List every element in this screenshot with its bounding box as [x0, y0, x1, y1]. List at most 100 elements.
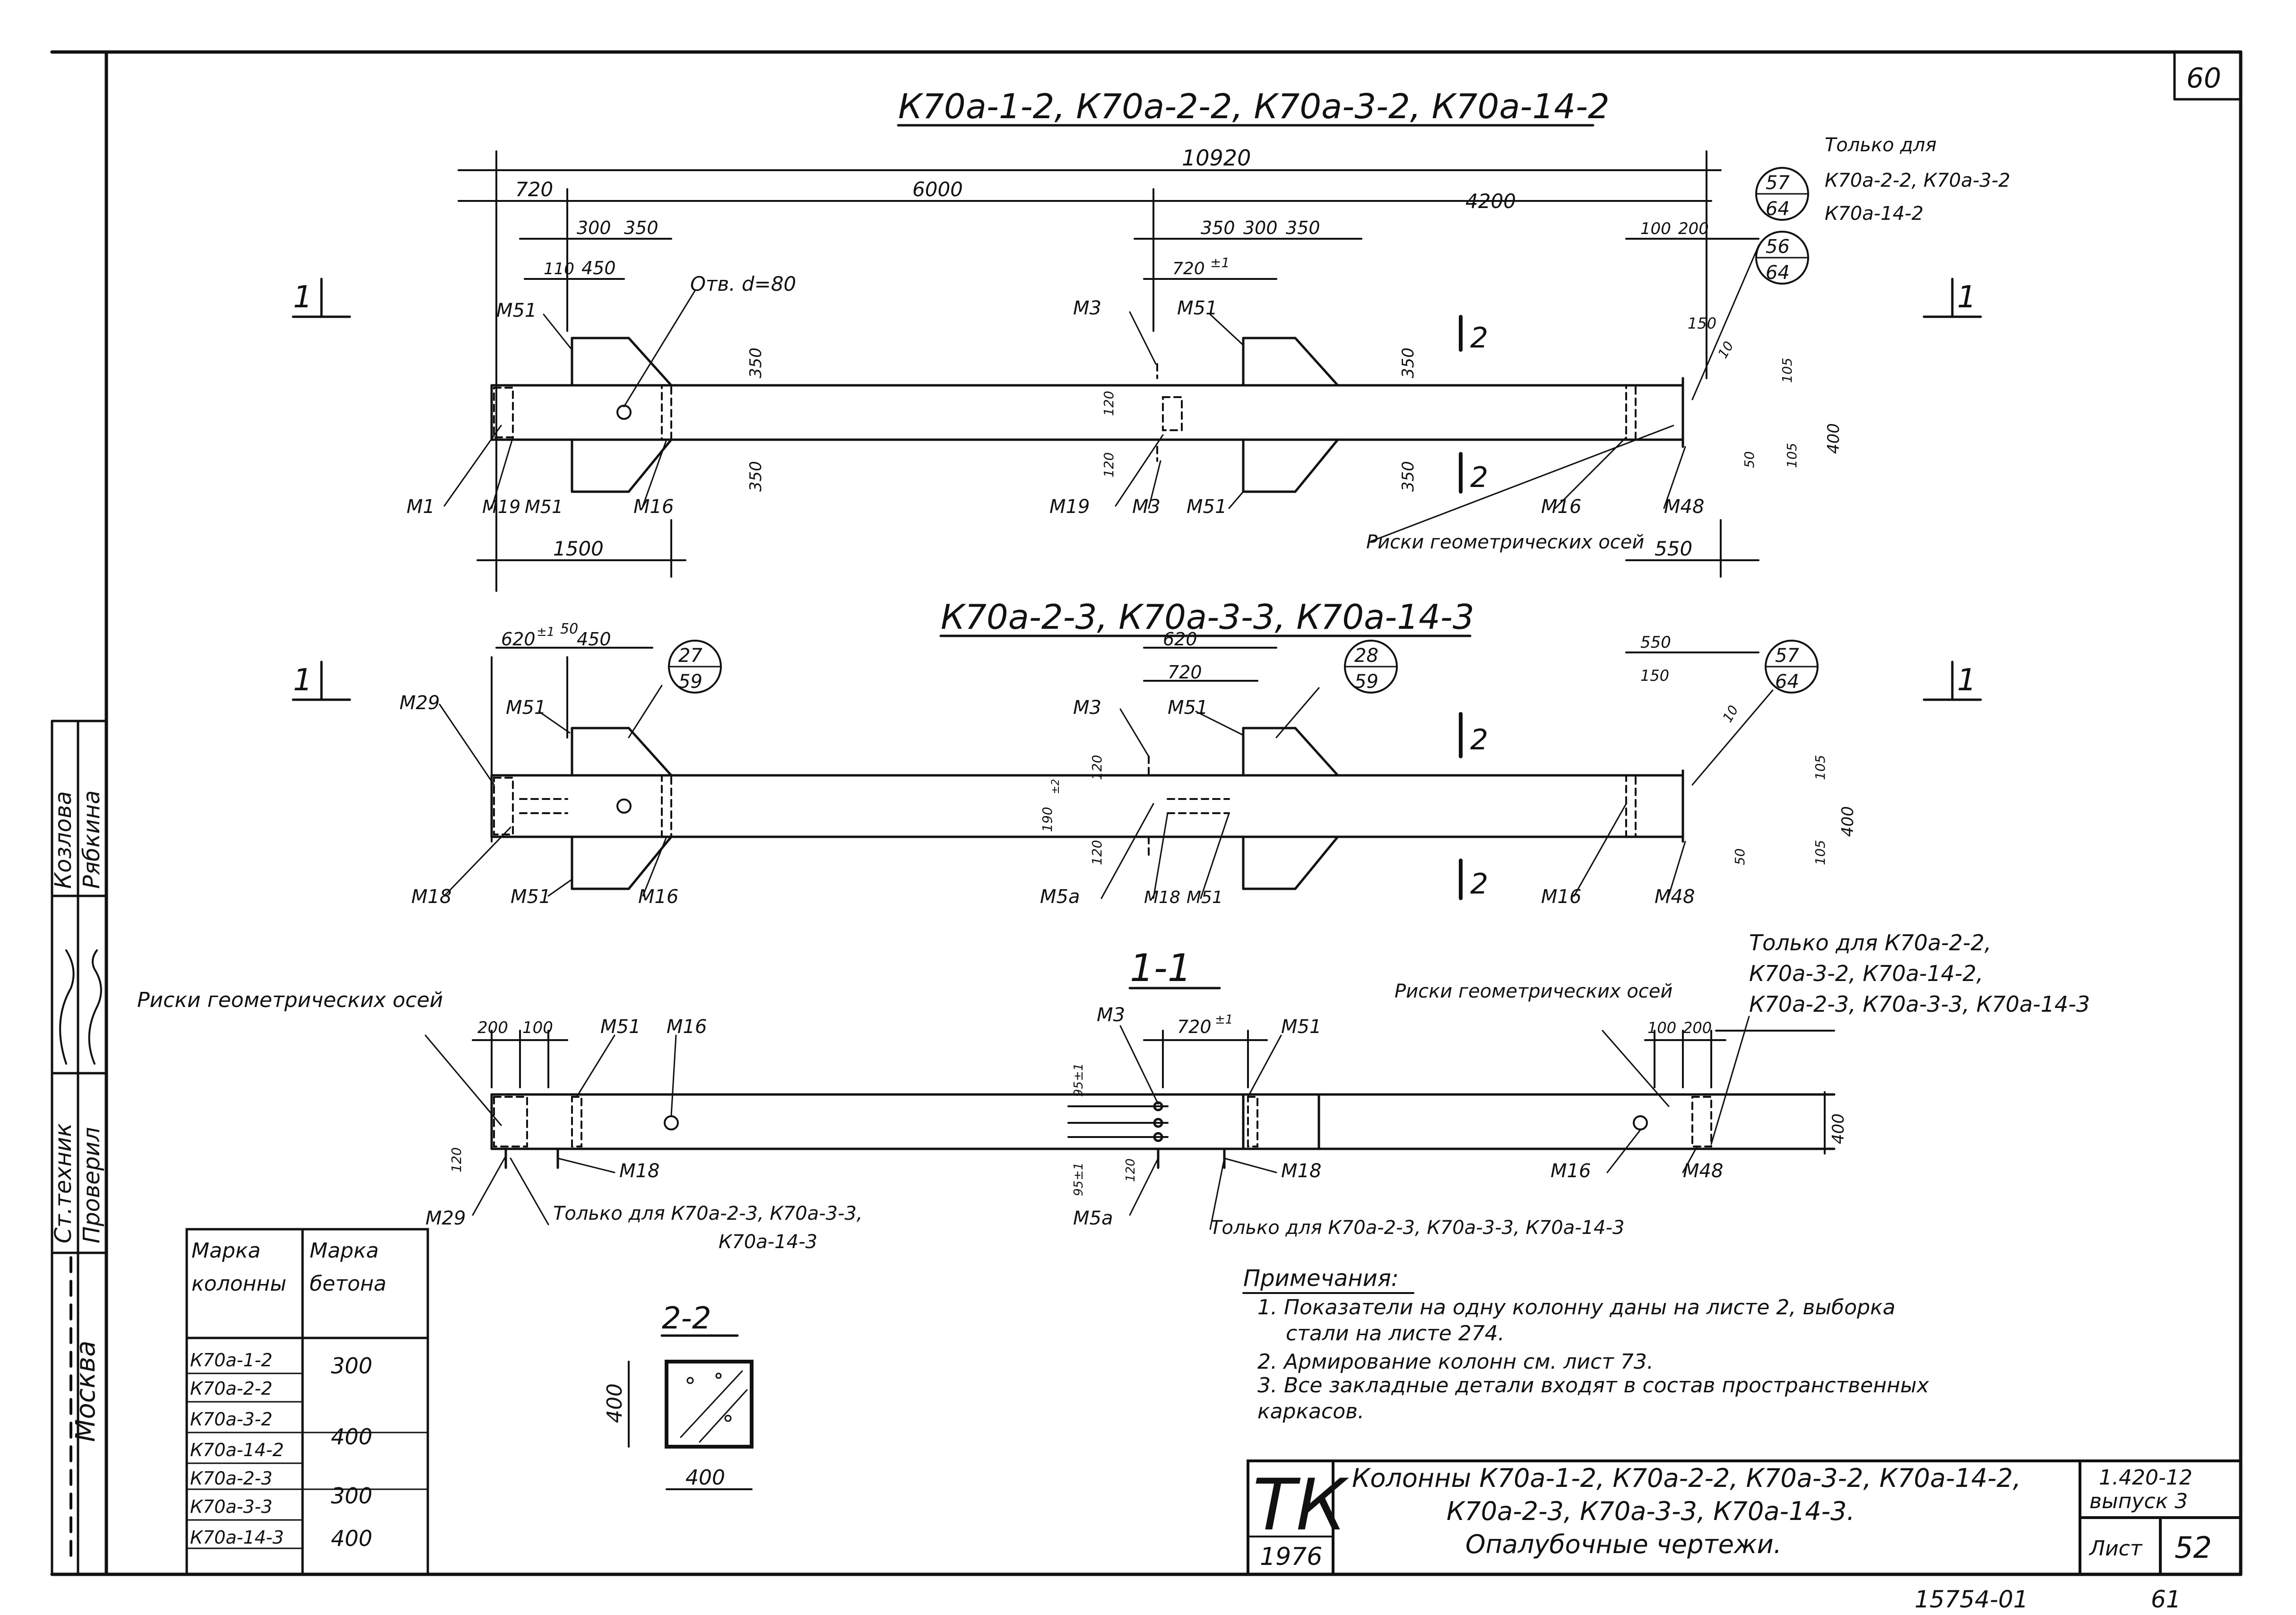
mid-dim-400: 400	[1838, 806, 1857, 837]
dim-6000: 6000	[912, 178, 963, 201]
dim-h120b: 120	[1101, 452, 1117, 478]
mid-label-m51-b: М51	[511, 886, 551, 908]
side-city: Москва	[70, 1340, 101, 1442]
table-header-1b: колонны	[191, 1272, 286, 1296]
sec-label-m51-a: М51	[600, 1016, 641, 1038]
title-block: ТК 1976 Колонны К70а-1-2, К70а-2-2, К70а…	[1247, 1459, 2242, 1576]
section22-title: 2-2	[662, 1301, 711, 1336]
mid-callout-c-bot: 64	[1775, 671, 1799, 693]
only-note-right-3: К70а-2-3, К70а-3-3, К70а-14-3	[1749, 991, 2090, 1017]
callout-b-bot: 64	[1766, 262, 1790, 284]
sec-label-m5a: М5а	[1073, 1207, 1113, 1229]
sec-dim-h120b: 120	[1124, 1158, 1138, 1182]
mid-label-m5a: М5а	[1040, 886, 1080, 908]
mid-dim-50: 50	[560, 621, 578, 637]
mid-callout-b-top: 28	[1354, 645, 1378, 667]
dim-350c: 350	[1286, 217, 1320, 238]
section-embedded	[493, 1096, 1712, 1147]
view-mid-title: К70а-2-3, К70а-3-3, К70а-14-3	[941, 597, 1474, 637]
sec-label-m3: М3	[1097, 1004, 1125, 1026]
notes-line1a: 1. Показатели на одну колонну даны на ли…	[1257, 1295, 1896, 1320]
section22-square	[665, 1360, 754, 1449]
mid-callout-a-bot: 59	[678, 671, 702, 693]
dim-tol: ±1	[1210, 255, 1230, 270]
dim-h350d: 350	[1399, 461, 1418, 492]
mid-dim-tol1: ±1	[537, 625, 555, 639]
side-name-2: Рябкина	[78, 790, 105, 889]
dim-10: 10	[1715, 339, 1736, 361]
section-1-left-mid: 1	[293, 663, 312, 698]
mid-label-m16-b: М16	[1541, 886, 1581, 908]
mid-label-m51-d: М51	[1187, 888, 1223, 907]
only-note-bottom-left-2: К70а-14-3	[719, 1231, 817, 1253]
hole-mid	[616, 799, 632, 814]
callout-a-bot: 64	[1766, 198, 1790, 220]
only-note-right-1: Только для К70а-2-2,	[1749, 930, 1992, 955]
view-top-title: К70а-1-2, К70а-2-2, К70а-3-2, К70а-14-2	[898, 87, 1610, 126]
table-row-1: К70а-1-2	[190, 1350, 272, 1371]
stamp-title-2: К70а-2-3, К70а-3-3, К70а-14-3.	[1447, 1496, 1855, 1526]
sec-dim-h120a: 120	[449, 1147, 464, 1172]
table-concrete-3: 300	[331, 1483, 373, 1509]
mid-dim-620b: 620	[1163, 629, 1197, 650]
mid-dim-620: 620	[501, 629, 536, 650]
section22-dim-w: 400	[685, 1466, 725, 1490]
mid-dim-tol2: ±2	[1050, 779, 1062, 794]
sec-dim-h95b: 95±1	[1072, 1163, 1086, 1196]
signature-2	[88, 949, 102, 1065]
label-m51-b: М51	[525, 496, 563, 517]
dim-100: 100	[1640, 219, 1671, 238]
dim-720b: 720	[1172, 259, 1205, 278]
mid-label-m18-a: М18	[411, 886, 451, 908]
mid-dim-550: 550	[1640, 633, 1671, 652]
dim-h120a: 120	[1101, 391, 1117, 416]
stamp-tk: ТК	[1253, 1464, 1349, 1546]
dim-50: 50	[1741, 451, 1757, 468]
table-row-5: К70а-2-3	[190, 1468, 272, 1489]
notes-line3a: 3. Все закладные детали входят в состав …	[1257, 1373, 1930, 1398]
only-note-bottom-left-1: Только для К70а-2-3, К70а-3-3,	[553, 1203, 863, 1224]
dim-200: 200	[1678, 219, 1709, 238]
dim-550: 550	[1655, 537, 1692, 560]
sec-dim-400: 400	[1829, 1113, 1848, 1144]
only-for-2: К70а-14-2	[1825, 203, 1923, 225]
stamp-title-3: Опалубочные чертежи.	[1465, 1529, 1782, 1559]
section-2-b-mid: 2	[1470, 868, 1488, 901]
stamp-sheet-label: Лист	[2088, 1537, 2143, 1561]
label-m51-d: М51	[1187, 496, 1227, 518]
sec-label-m29: М29	[425, 1207, 466, 1229]
hole-note: Отв. d=80	[690, 272, 796, 295]
dim-overall: 10920	[1182, 145, 1251, 171]
mid-label-m51-c: М51	[1168, 697, 1208, 719]
table-header-2a: Марка	[310, 1239, 379, 1263]
table-concrete-2: 400	[331, 1424, 373, 1450]
view-mid: К70а-2-3, К70а-3-3, К70а-14-3 620 ±1 50 …	[292, 597, 1982, 908]
label-m51-c: М51	[1177, 297, 1217, 319]
dim-4200: 4200	[1465, 190, 1516, 213]
section-1-right-mid: 1	[1957, 663, 1976, 698]
section-hole-right	[1633, 1115, 1648, 1130]
sec-dim-200: 200	[477, 1018, 508, 1037]
section-2-b-top: 2	[1470, 461, 1488, 494]
callout-57-64-top: 57 64	[1755, 167, 1809, 221]
label-m16-a: М16	[633, 496, 674, 518]
section-2-a-mid: 2	[1470, 723, 1488, 756]
mid-dim-h120b: 120	[1089, 840, 1105, 865]
mid-label-m18-b: М18	[1144, 888, 1180, 907]
sec-label-m18-a: М18	[619, 1160, 659, 1182]
mid-dim-h190: 190	[1040, 807, 1055, 832]
sec-dim-100: 100	[522, 1018, 553, 1037]
side-role-2: Проверил	[78, 1127, 105, 1243]
table-row-6: К70а-3-3	[190, 1496, 272, 1517]
side-name-1: Козлова	[50, 791, 77, 889]
dim-400: 400	[1824, 423, 1843, 454]
mid-dim-105: 105	[1812, 755, 1828, 780]
notes: Примечания: 1. Показатели на одну колонн…	[1242, 1265, 1930, 1424]
dim-720: 720	[515, 178, 553, 201]
axis-note-top: Риски геометрических осей	[1366, 531, 1644, 553]
mid-dim-50b: 50	[1732, 848, 1748, 865]
dim-1500: 1500	[553, 537, 604, 560]
dim-110: 110	[544, 260, 574, 278]
section-hole-left	[664, 1115, 679, 1130]
